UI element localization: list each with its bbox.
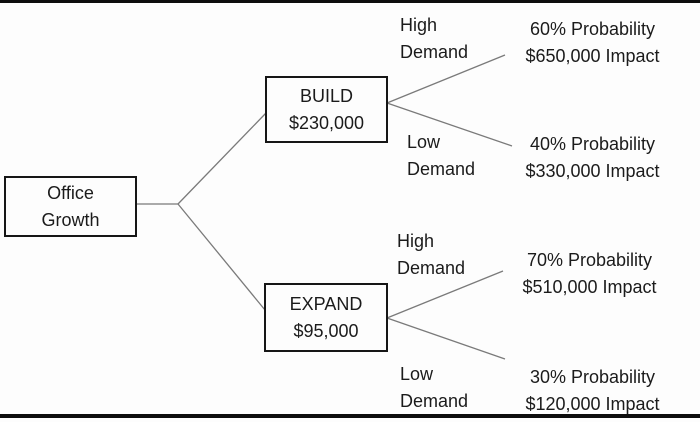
decision-node-build: BUILD $230,000 <box>265 76 388 143</box>
root-node-office-growth: Office Growth <box>4 176 137 237</box>
outcome-expand-high-impact: $510,000 Impact <box>522 277 657 297</box>
build-low-demand-line1: Low <box>407 132 441 152</box>
branch-label-expand-low-demand: Low Demand <box>400 361 468 415</box>
outcome-build-low-impact: $330,000 Impact <box>525 161 660 181</box>
outcome-expand-high: 70% Probability $510,000 Impact <box>502 247 677 301</box>
build-node-name: BUILD <box>299 85 353 106</box>
edge-root-to-build <box>177 112 267 205</box>
decision-node-expand: EXPAND $95,000 <box>264 283 388 352</box>
build-high-demand-line2: Demand <box>400 42 469 62</box>
outcome-expand-low-probability: 30% Probability <box>529 367 656 387</box>
outcome-expand-low-impact: $120,000 Impact <box>525 394 660 414</box>
build-high-demand-line1: High <box>400 15 438 35</box>
edge-expand-high <box>386 270 504 319</box>
outcome-expand-high-probability: 70% Probability <box>526 250 653 270</box>
edge-build-high <box>386 54 506 104</box>
outcome-build-low: 40% Probability $330,000 Impact <box>505 131 680 185</box>
expand-node-cost: $95,000 <box>293 320 359 341</box>
outcome-expand-low: 30% Probability $120,000 Impact <box>505 364 680 418</box>
build-low-demand-line2: Demand <box>407 159 476 179</box>
expand-node-name: EXPAND <box>289 293 363 314</box>
branch-label-build-high-demand: High Demand <box>400 12 468 66</box>
edge-expand-low <box>386 317 506 360</box>
expand-low-demand-line1: Low <box>400 364 434 384</box>
root-node-label-line1: Office <box>47 182 94 203</box>
branch-label-expand-high-demand: High Demand <box>397 228 465 282</box>
root-node-label-line2: Growth <box>41 209 100 230</box>
outcome-build-high-probability: 60% Probability <box>529 19 656 39</box>
outcome-build-low-probability: 40% Probability <box>529 134 656 154</box>
edge-build-low <box>386 102 513 147</box>
outcome-build-high: 60% Probability $650,000 Impact <box>505 16 680 70</box>
edge-root-to-expand <box>177 203 266 311</box>
expand-high-demand-line1: High <box>397 231 435 251</box>
bottom-border-bar <box>0 414 700 418</box>
branch-label-build-low-demand: Low Demand <box>407 129 475 183</box>
top-border-bar <box>0 0 700 3</box>
expand-low-demand-line2: Demand <box>400 391 469 411</box>
expand-high-demand-line2: Demand <box>397 258 466 278</box>
build-node-cost: $230,000 <box>288 112 365 133</box>
outcome-build-high-impact: $650,000 Impact <box>525 46 660 66</box>
